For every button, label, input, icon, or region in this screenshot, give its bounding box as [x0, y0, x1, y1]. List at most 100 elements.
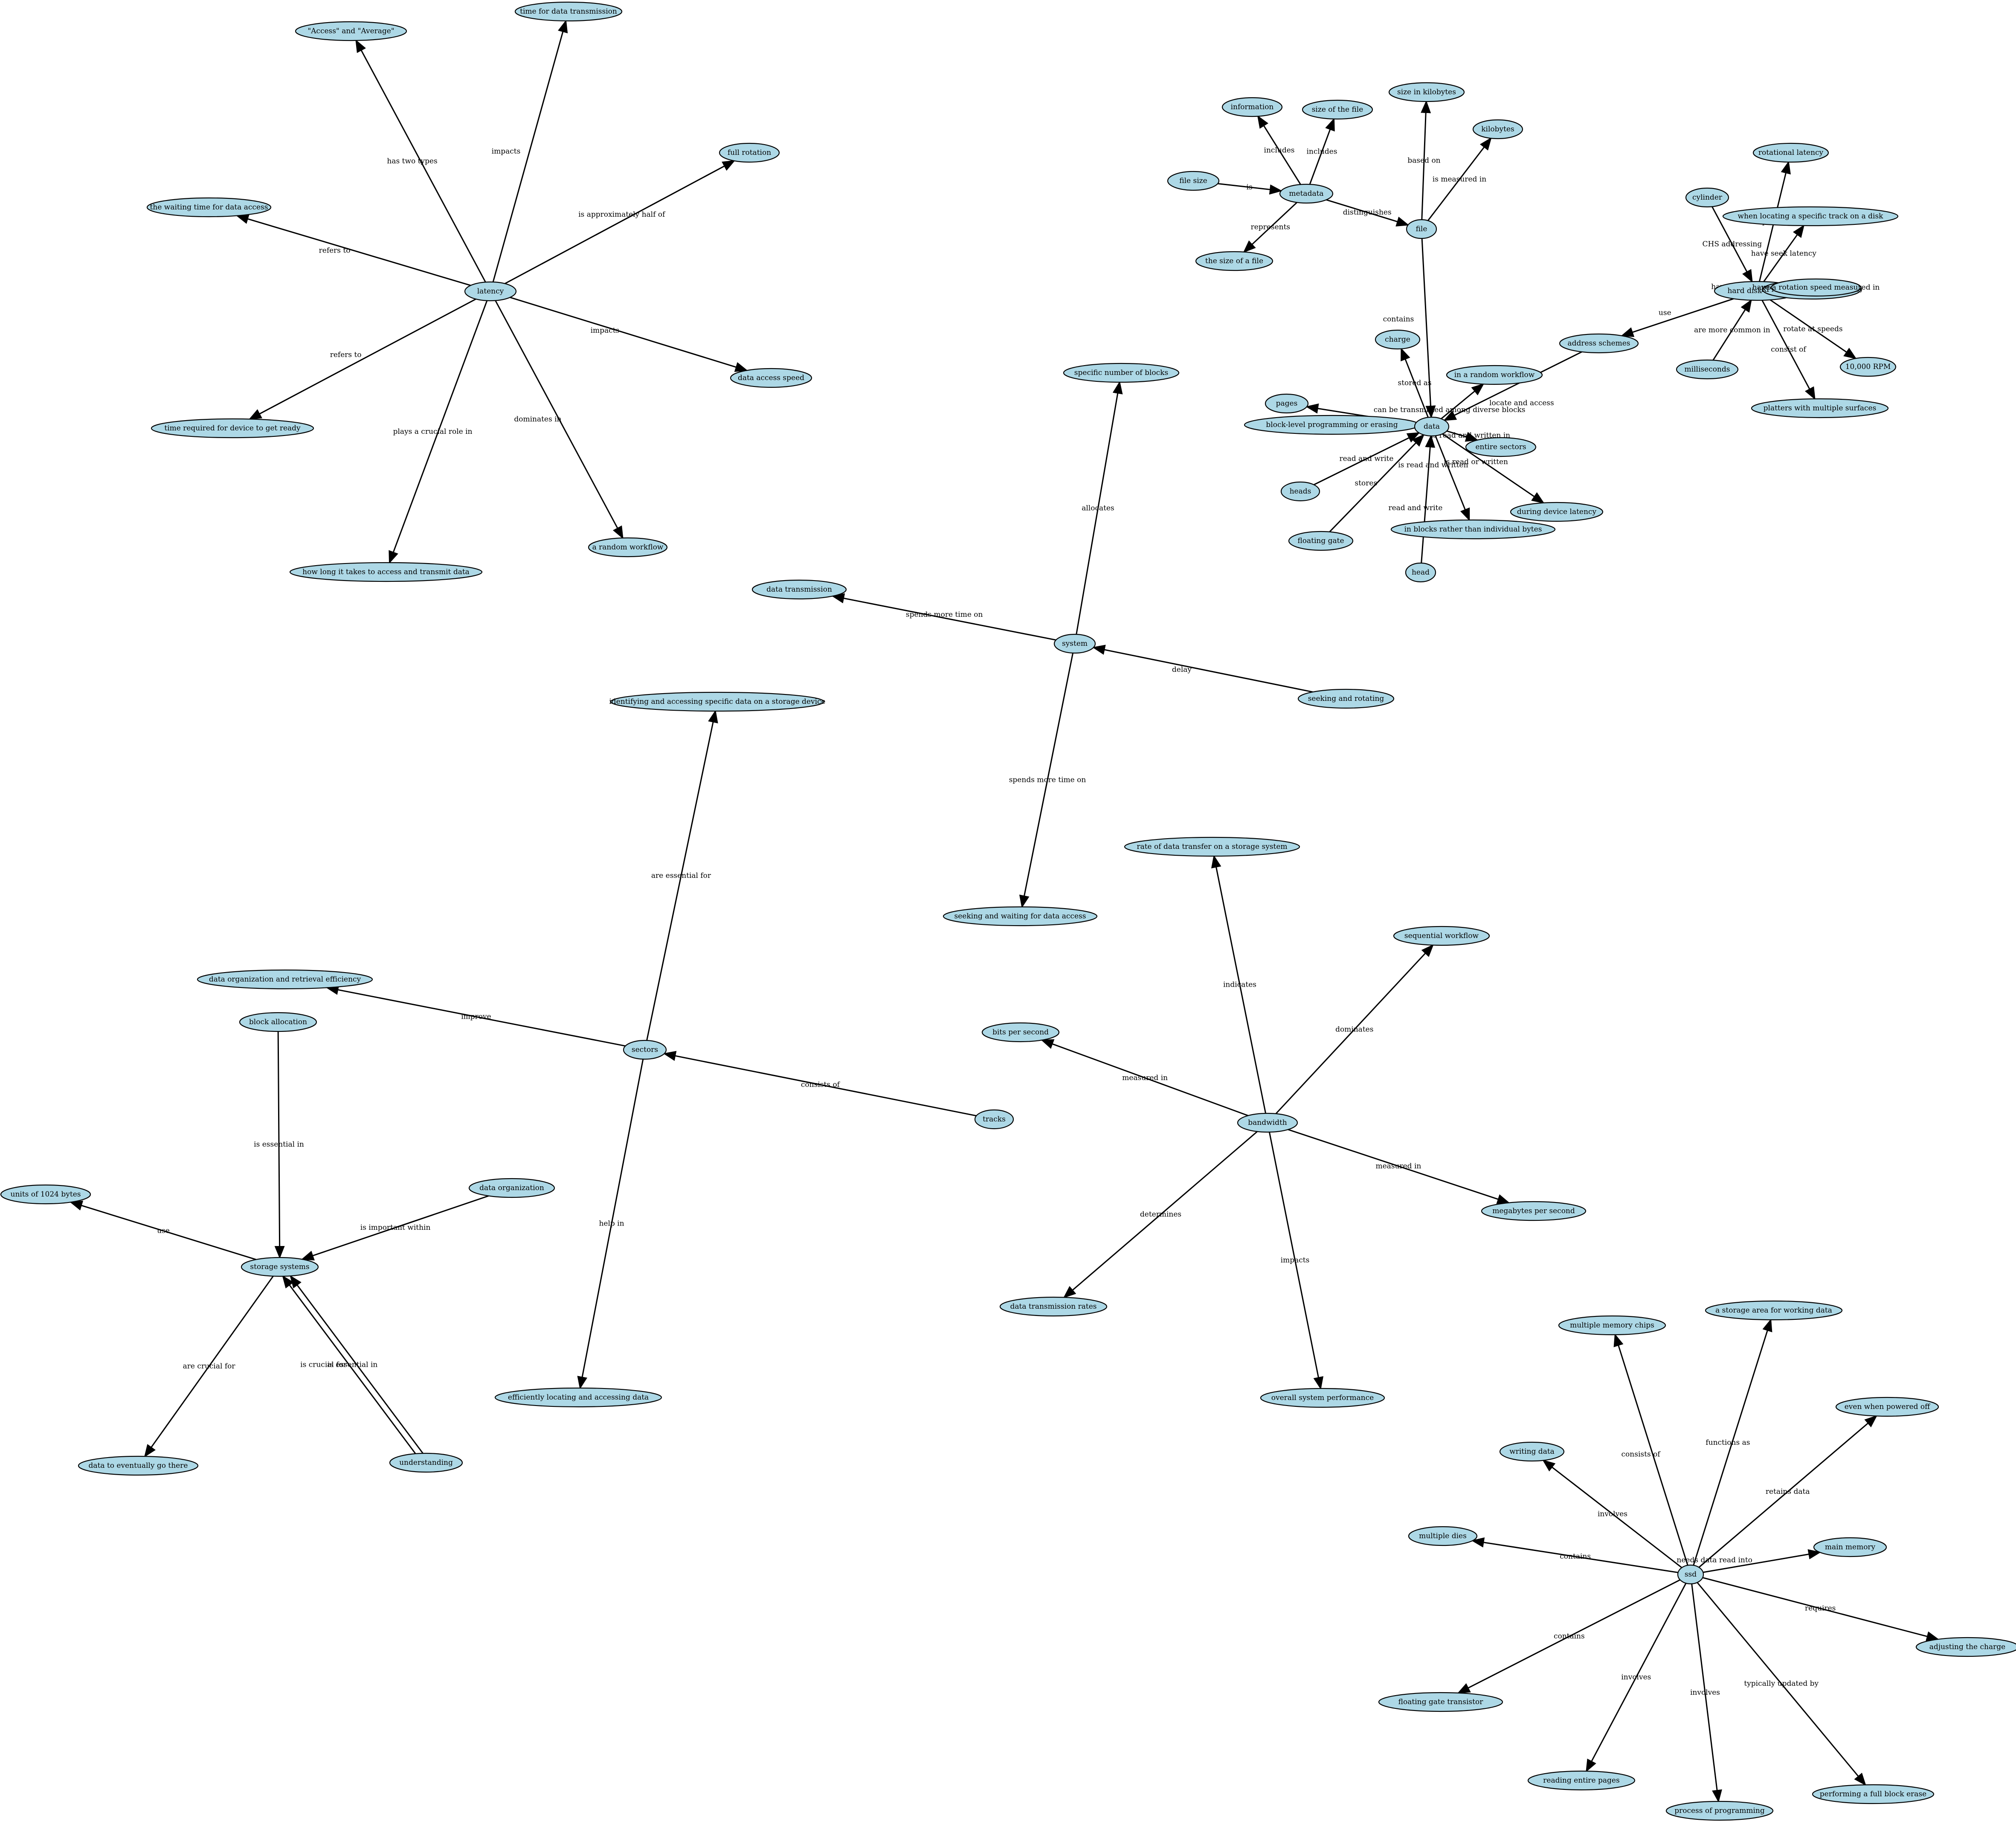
node-bits-sec[interactable]: bits per second [981, 1022, 1060, 1043]
node-identifying[interactable]: identifying and accessing specific data … [609, 691, 826, 712]
node-adjusting-charge[interactable]: adjusting the charge [1915, 1637, 2016, 1657]
node-latency[interactable]: latency [464, 281, 517, 302]
node-system[interactable]: system [1053, 633, 1096, 654]
edge-line [495, 300, 624, 539]
node-full-rotation[interactable]: full rotation [719, 142, 780, 163]
edge-label: is essential in [328, 1361, 378, 1369]
node-sequential[interactable]: sequential workflow [1393, 926, 1490, 946]
node-label: data [1424, 422, 1440, 431]
node-tracks[interactable]: tracks [974, 1109, 1014, 1130]
node-even-powered[interactable]: even when powered off [1835, 1397, 1939, 1417]
node-block-prog[interactable]: block-level programming or erasing [1244, 415, 1420, 435]
node-shape [1472, 119, 1523, 139]
node-specific-blocks[interactable]: specific number of blocks [1063, 363, 1180, 383]
node-fg-transistor[interactable]: floating gate transistor [1378, 1692, 1503, 1712]
node-in-random-workflow[interactable]: in a random workflow [1446, 365, 1543, 385]
node-kilobytes[interactable]: kilobytes [1472, 119, 1523, 139]
edge-label: read and write [1388, 504, 1442, 512]
node-multi-dies[interactable]: multiple dies [1408, 1526, 1478, 1546]
node-overall-perf[interactable]: overall system performance [1260, 1388, 1385, 1408]
node-eff-locating[interactable]: efficiently locating and accessing data [494, 1387, 662, 1408]
node-data-org-ret[interactable]: data organization and retrieval efficien… [197, 969, 373, 990]
node-the-size-file[interactable]: the size of a file [1195, 251, 1273, 271]
node-data[interactable]: data [1414, 416, 1450, 437]
node-shape [0, 1184, 91, 1205]
node-data-org[interactable]: data organization [468, 1178, 555, 1198]
node-label: when locating a specific track on a disk [1738, 212, 1884, 221]
node-milliseconds[interactable]: milliseconds [1676, 359, 1739, 380]
node-file[interactable]: file [1406, 219, 1437, 239]
node-information[interactable]: information [1221, 97, 1283, 117]
node-entire-sectors[interactable]: entire sectors [1465, 437, 1537, 457]
node-charge[interactable]: charge [1375, 329, 1421, 350]
node-label: main memory [1825, 1543, 1876, 1551]
edge-file-to-data: contains [1383, 238, 1436, 419]
node-heads[interactable]: heads [1280, 481, 1320, 502]
node-reading-pages[interactable]: reading entire pages [1527, 1770, 1636, 1791]
edge-label: plays a crucial role in [393, 427, 473, 436]
node-rotational-latency[interactable]: rotational latency [1752, 142, 1829, 163]
node-label: in a random workflow [1454, 371, 1535, 379]
node-storage-area[interactable]: a storage area for working data [1705, 1300, 1843, 1321]
node-multi-chips[interactable]: multiple memory chips [1558, 1315, 1666, 1336]
node-shape [1408, 1526, 1478, 1546]
node-data-trans-rates[interactable]: data transmission rates [999, 1296, 1108, 1317]
node-rate-transfer[interactable]: rate of data transfer on a storage syste… [1124, 836, 1300, 857]
node-process-prog[interactable]: process of programming [1665, 1801, 1774, 1821]
node-storage-sys[interactable]: storage systems [241, 1257, 319, 1277]
node-time-data-trans[interactable]: time for data transmission [514, 1, 623, 22]
node-size-kb[interactable]: size in kilobytes [1388, 82, 1465, 102]
node-shape [78, 1455, 199, 1476]
node-data-transmission[interactable]: data transmission [751, 579, 847, 600]
edge-label: represents [1251, 223, 1291, 232]
edge-label: refers to [330, 351, 362, 359]
node-shape [1063, 363, 1180, 383]
edge-line [1703, 1549, 1822, 1573]
node-label: kilobytes [1481, 125, 1514, 134]
node-bandwidth[interactable]: bandwidth [1237, 1112, 1298, 1133]
node-megabytes[interactable]: megabytes per second [1481, 1201, 1587, 1221]
node-data-access-speed[interactable]: data access speed [730, 368, 812, 388]
node-metadata[interactable]: metadata [1279, 183, 1334, 204]
node-seeking-rotating[interactable]: seeking and rotating [1297, 688, 1395, 709]
edge-label: has two types [387, 157, 437, 166]
node-main-memory[interactable]: main memory [1813, 1537, 1887, 1557]
node-data-eventually[interactable]: data to eventually go there [78, 1455, 199, 1476]
node-seeking-waiting[interactable]: seeking and waiting for data access [943, 906, 1098, 927]
node-shape [1559, 333, 1639, 354]
node-label: data organization and retrieval efficien… [209, 975, 361, 984]
edge-bandwidth-to-rate_transfer: indicates [1211, 855, 1267, 1114]
node-head[interactable]: head [1405, 562, 1436, 583]
node-block-alloc[interactable]: block allocation [239, 1012, 317, 1032]
node-in-blocks[interactable]: in blocks rather than individual bytes [1390, 519, 1556, 540]
node-writing-data[interactable]: writing data [1499, 1441, 1565, 1462]
node-address-schemes[interactable]: address schemes [1559, 333, 1639, 354]
node-locating-track[interactable]: when locating a specific track on a disk [1722, 206, 1899, 227]
edge-ssd-to-multi_dies: contains [1471, 1537, 1678, 1573]
node-how-long[interactable]: how long it takes to access and transmit… [289, 562, 483, 582]
node-understanding[interactable]: understanding [389, 1452, 463, 1473]
node-label: efficiently locating and accessing data [508, 1393, 649, 1402]
edge-line [831, 593, 1056, 641]
node-platters[interactable]: platters with multiple surfaces [1751, 398, 1889, 418]
node-units-1024[interactable]: units of 1024 bytes [0, 1184, 91, 1205]
node-time-ready[interactable]: time required for device to get ready [151, 418, 314, 439]
node-access-average[interactable]: "Access" and "Average" [295, 21, 407, 41]
edge-label: have seek latency [1751, 250, 1817, 258]
node-file-size[interactable]: file size [1167, 171, 1220, 191]
node-pages[interactable]: pages [1265, 393, 1309, 414]
node-rpm-overlap[interactable]: have a rotation speed measured in [1752, 278, 1880, 297]
node-waiting-time[interactable]: the waiting time for data access [146, 197, 272, 218]
node-during-latency[interactable]: during device latency [1510, 502, 1604, 522]
node-sectors[interactable]: sectors [623, 1040, 667, 1060]
node-ssd[interactable]: ssd [1677, 1564, 1704, 1585]
node-label: rate of data transfer on a storage syste… [1137, 842, 1287, 851]
edge-line [389, 300, 488, 564]
node-random-workflow[interactable]: a random workflow [588, 537, 668, 558]
node-full-block-erase[interactable]: performing a full block erase [1812, 1784, 1935, 1804]
node-rpm10000[interactable]: 10,000 RPM [1839, 357, 1897, 377]
node-floating-gate[interactable]: floating gate [1288, 531, 1354, 551]
node-cylinder[interactable]: cylinder [1685, 187, 1729, 208]
node-label: ssd [1685, 1570, 1697, 1579]
node-size-of-file[interactable]: size of the file [1302, 99, 1373, 120]
